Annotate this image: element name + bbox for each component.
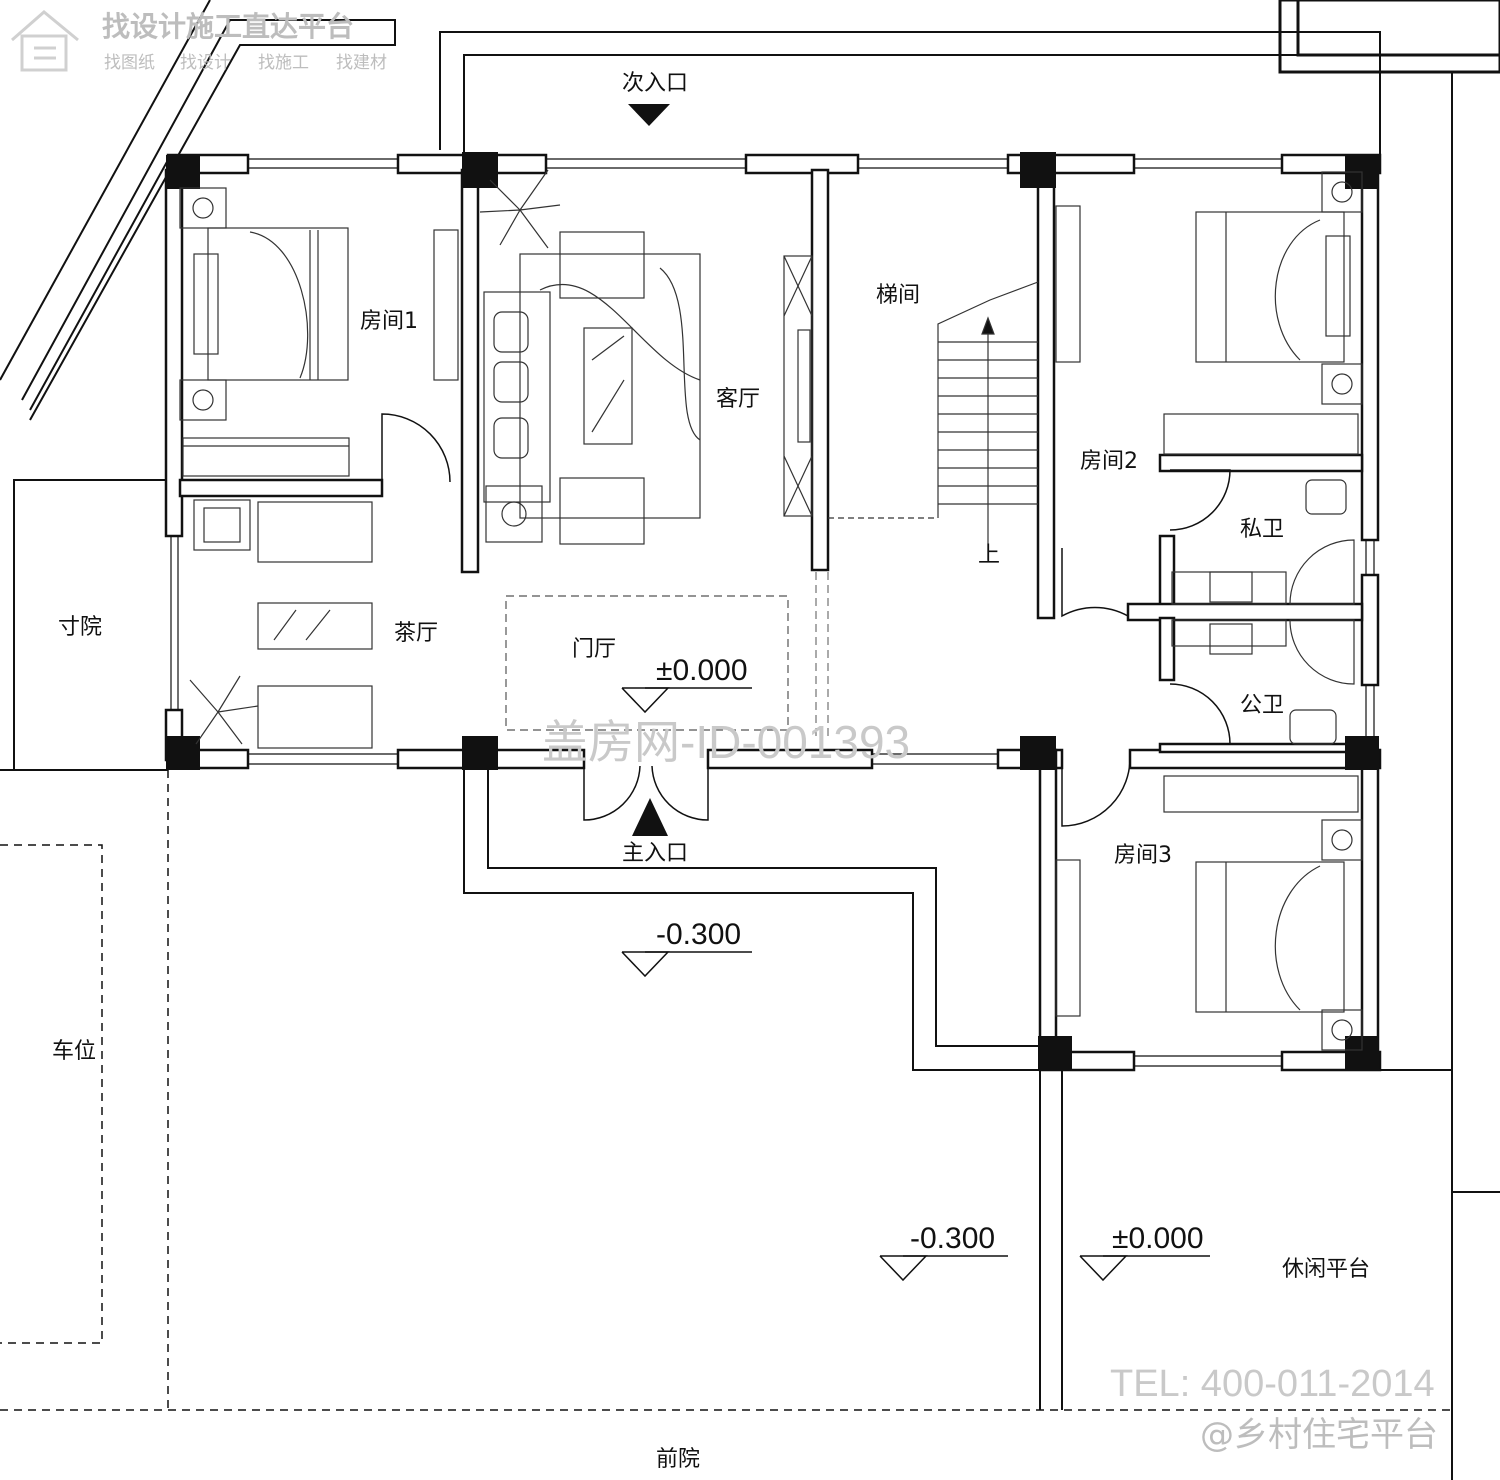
wardrobe-room2 — [1163, 413, 1359, 455]
header-link-design[interactable]: 找设计 — [180, 53, 231, 73]
public-bath-label: 公卫 — [1240, 693, 1284, 718]
room1-label: 房间1 — [360, 309, 418, 334]
secondary-entrance-arrow-icon — [628, 104, 670, 126]
front-yard-label: 前院 — [656, 1447, 700, 1472]
room3-label: 房间3 — [1114, 843, 1172, 868]
logo-house-icon — [11, 10, 79, 72]
stair-up-label: 上 — [978, 543, 1000, 568]
doors — [381, 413, 1231, 827]
elevation-porch: -0.300 — [656, 918, 741, 951]
main-entrance-arrow-icon — [632, 798, 668, 836]
elevation-platform: ±0.000 — [1112, 1222, 1204, 1255]
watermark-id: 盖房网-ID-001393 — [542, 716, 910, 768]
leisure-label: 休闲平台 — [1282, 1257, 1370, 1282]
bed-room3 — [1195, 861, 1345, 1013]
watermark-brand: @乡村住宅平台 — [1200, 1415, 1438, 1455]
plant-icon — [189, 169, 561, 745]
toilet-public — [1289, 709, 1337, 745]
header-link-drawings[interactable]: 找图纸 — [104, 53, 155, 73]
coffee-table — [583, 327, 633, 445]
wardrobe-room1 — [182, 437, 350, 477]
staircase — [828, 281, 1039, 560]
secondary-entrance-label: 次入口 — [622, 71, 688, 96]
wardrobe-room3 — [1163, 775, 1359, 813]
parking-label: 车位 — [52, 1039, 96, 1064]
shower-public — [1289, 619, 1355, 685]
foyer-label: 门厅 — [572, 637, 616, 662]
main-entrance-label: 主入口 — [622, 841, 688, 866]
tea-room-label: 茶厅 — [394, 621, 438, 646]
small-yard-label: 寸院 — [58, 615, 102, 640]
columns — [166, 152, 1379, 1070]
elevation-yard: -0.300 — [910, 1222, 995, 1255]
stair-label: 梯间 — [876, 283, 920, 308]
header-link-build[interactable]: 找施工 — [258, 53, 309, 73]
sofa-tea-top — [257, 501, 373, 563]
walls — [164, 153, 1382, 1072]
bed-room2 — [1195, 211, 1345, 363]
tea-table — [257, 602, 373, 650]
windows — [170, 158, 1375, 1067]
private-bath-label: 私卫 — [1240, 517, 1284, 542]
watermark-tel: TEL: 400-011-2014 — [1110, 1363, 1435, 1405]
elevation-foyer: ±0.000 — [656, 654, 748, 687]
header-link-materials[interactable]: 找建材 — [336, 53, 387, 73]
shower-private — [1289, 539, 1355, 605]
bed-room1 — [207, 227, 349, 381]
header-slogan: 找设计施工直达平台 — [102, 10, 354, 43]
furniture — [179, 171, 1363, 1051]
living-label: 客厅 — [716, 387, 760, 412]
elevation-markers — [621, 687, 1210, 1282]
toilet-private — [1305, 479, 1347, 515]
room2-label: 房间2 — [1080, 449, 1138, 474]
